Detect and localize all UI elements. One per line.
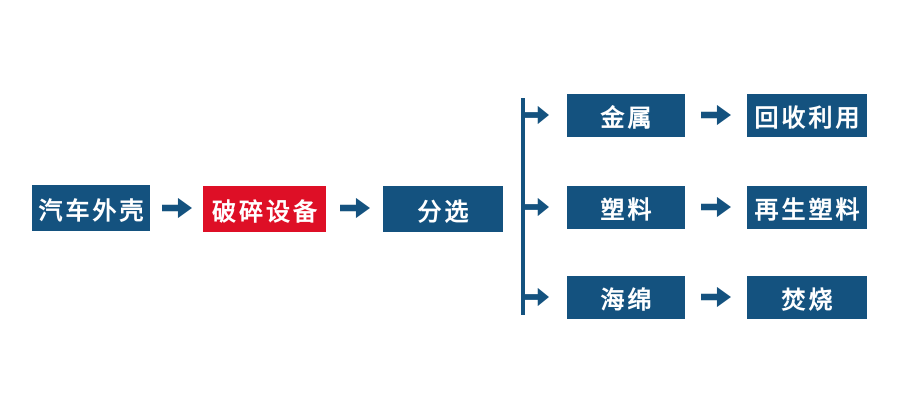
right-arrow-icon [701, 286, 731, 308]
node-plastic: 塑料 [567, 186, 685, 229]
node-recycle-label: 回收利用 [754, 105, 863, 132]
right-arrow-icon [525, 287, 549, 307]
right-arrow-icon [701, 104, 731, 126]
right-arrow-icon [162, 197, 192, 219]
node-recycled-plastic: 再生塑料 [747, 186, 867, 229]
right-arrow-icon [340, 197, 370, 219]
node-car-shell: 汽车外壳 [32, 185, 150, 231]
node-recycle: 回收利用 [747, 94, 867, 137]
node-crusher-label: 破碎设备 [212, 198, 320, 226]
node-sorting-label: 分选 [417, 198, 472, 226]
node-car-shell-label: 汽车外壳 [38, 197, 147, 225]
node-sponge: 海绵 [567, 276, 685, 319]
node-sponge-label: 海绵 [600, 287, 655, 314]
node-incineration: 焚烧 [747, 276, 867, 319]
right-arrow-icon [525, 197, 549, 217]
node-plastic-label: 塑料 [600, 197, 655, 224]
node-recycled-plastic-label: 再生塑料 [754, 197, 863, 224]
node-crusher: 破碎设备 [203, 186, 326, 232]
node-incineration-label: 焚烧 [781, 287, 836, 314]
right-arrow-icon [701, 196, 731, 218]
branch-trunk-line [521, 98, 525, 315]
right-arrow-icon [525, 105, 549, 125]
node-metal: 金属 [567, 94, 685, 137]
node-metal-label: 金属 [600, 105, 655, 132]
node-sorting: 分选 [383, 186, 503, 232]
